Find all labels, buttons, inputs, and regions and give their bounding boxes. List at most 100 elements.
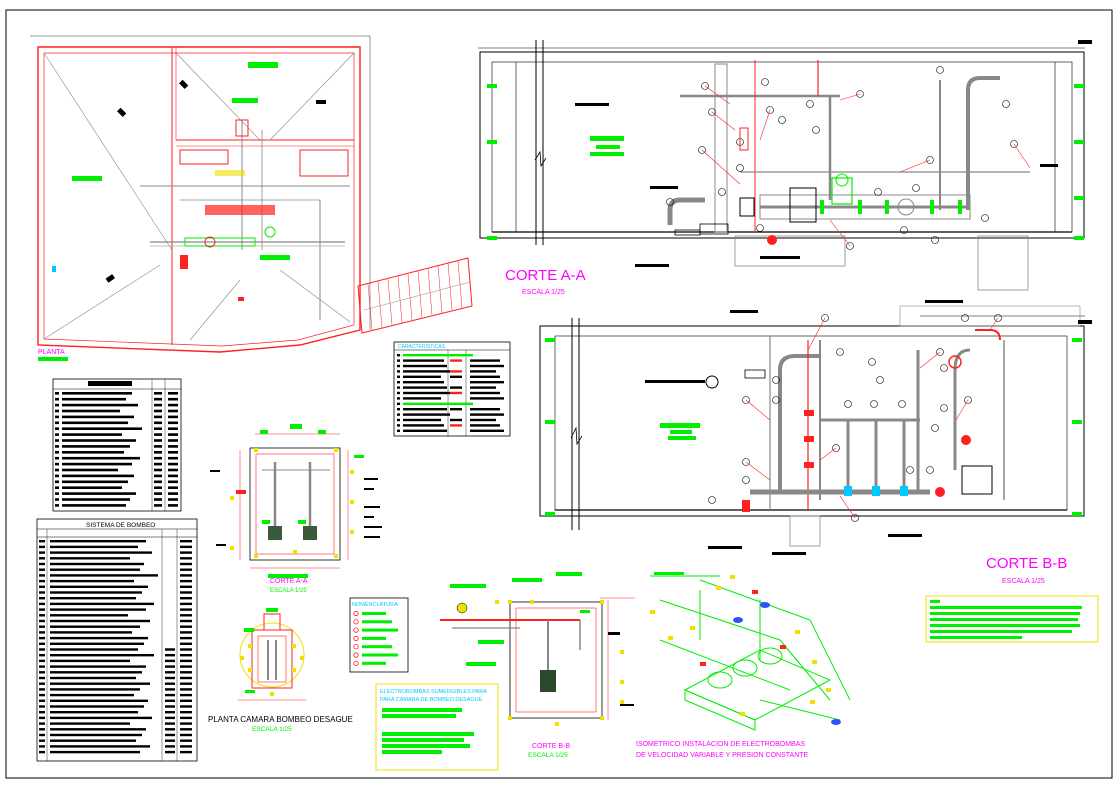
camara-corte-aa-title: CORTE A-A <box>270 578 308 585</box>
illegible-text-bar <box>154 486 162 489</box>
illegible-text-bar <box>403 408 447 411</box>
planta-camara <box>238 608 306 701</box>
illegible-text-bar <box>154 409 162 413</box>
camara-corte-aa <box>210 424 382 578</box>
illegible-text-bar <box>154 462 162 466</box>
illegible-text-bar <box>39 733 45 737</box>
nomenclatura-title: NOMENCLATURA <box>352 602 398 608</box>
illegible-text-bar <box>39 659 45 663</box>
illegible-text-bar <box>180 682 192 685</box>
illegible-text-bar <box>470 370 496 373</box>
illegible-text-bar <box>470 418 496 422</box>
illegible-text-bar <box>55 421 59 425</box>
illegible-text-bar <box>403 391 450 395</box>
illegible-text-bar <box>180 574 192 577</box>
illegible-text-bar <box>168 462 178 466</box>
illegible-text-bar <box>168 403 178 407</box>
illegible-text-bar <box>165 745 175 748</box>
illegible-text-bar <box>62 498 130 501</box>
illegible-text-bar <box>397 408 400 411</box>
corte-aa-scale: ESCALA 1/25 <box>522 289 565 296</box>
nomenclatura-symbol <box>353 635 359 642</box>
illegible-text-bar <box>55 415 59 419</box>
illegible-text-bar <box>397 397 400 400</box>
illegible-text-bar <box>39 540 45 543</box>
camara-corte-bb-title: CORTE B-B <box>532 743 570 750</box>
illegible-text-bar <box>165 739 175 742</box>
illegible-text-bar <box>403 413 450 416</box>
illegible-text-bar <box>470 391 500 395</box>
illegible-text-bar <box>165 665 175 668</box>
illegible-text-bar <box>403 424 444 427</box>
nomenclatura-symbol <box>353 660 359 666</box>
illegible-text-bar <box>154 445 162 448</box>
illegible-text-bar <box>62 392 132 395</box>
illegible-text-bar <box>62 456 140 460</box>
sistema-bombeo-title: SISTEMA DE BOMBEO <box>86 522 155 529</box>
nomenclatura-box <box>349 597 409 673</box>
illegible-text-bar <box>397 391 400 395</box>
caracteristicas-title: CARACTERISTICAS <box>398 344 446 350</box>
illegible-text-bar <box>154 392 162 395</box>
illegible-text-bar <box>55 433 59 436</box>
illegible-text-bar <box>403 397 441 400</box>
illegible-text-bar <box>397 402 400 405</box>
illegible-text-bar <box>168 392 178 395</box>
illegible-text-bar <box>168 474 178 478</box>
illegible-text-bar <box>362 628 398 632</box>
illegible-text-bar <box>154 421 162 425</box>
illegible-text-bar <box>154 403 162 407</box>
illegible-text-bar <box>50 688 140 691</box>
illegible-text-bar <box>180 693 192 697</box>
illegible-text-bar <box>55 451 59 454</box>
illegible-text-bar <box>39 642 45 645</box>
nomenclatura-symbol <box>353 610 359 617</box>
illegible-text-bar <box>168 427 178 430</box>
illegible-text-bar <box>39 574 45 577</box>
illegible-text-bar <box>180 557 192 560</box>
illegible-text-bar <box>55 392 59 395</box>
illegible-text-bar <box>55 504 59 507</box>
illegible-text-bar <box>39 728 45 731</box>
illegible-text-bar <box>39 631 45 634</box>
illegible-text-bar <box>50 614 128 617</box>
isometrico-drawing <box>650 572 851 731</box>
illegible-text-bar <box>154 397 162 401</box>
illegible-text-bar <box>50 545 138 549</box>
planta-plan <box>30 35 473 353</box>
illegible-text-bar <box>168 433 178 436</box>
illegible-text-bar <box>55 486 59 489</box>
illegible-text-bar <box>470 424 500 427</box>
illegible-text-bar <box>180 631 192 634</box>
illegible-text-bar <box>403 375 441 378</box>
illegible-text-bar <box>397 429 400 432</box>
illegible-text-bar <box>39 665 45 668</box>
nomenclatura-symbol <box>353 644 359 650</box>
illegible-text-bar <box>180 728 192 731</box>
isometrico-title-line2: DE VELOCIDAD VARIABLE Y PRESION CONSTANT… <box>636 752 809 759</box>
illegible-text-bar <box>180 585 192 588</box>
illegible-text-bar <box>50 562 144 566</box>
illegible-text-bar <box>50 750 140 754</box>
illegible-text-bar <box>39 614 45 617</box>
illegible-text-bar <box>50 733 142 737</box>
illegible-text-bar <box>39 591 45 594</box>
illegible-text-bar <box>50 716 152 720</box>
nomenclatura-symbol <box>353 652 359 658</box>
illegible-text-bar <box>180 716 192 720</box>
illegible-text-bar <box>62 451 124 454</box>
illegible-text-bar <box>55 439 59 442</box>
illegible-text-bar <box>180 711 192 714</box>
illegible-text-bar <box>50 648 138 651</box>
illegible-text-bar <box>50 568 140 571</box>
illegible-text-bar <box>180 540 192 543</box>
illegible-text-bar <box>50 728 146 731</box>
illegible-text-bar <box>50 711 138 714</box>
illegible-text-bar <box>39 739 45 742</box>
illegible-text-bar <box>55 462 59 466</box>
illegible-text-bar <box>168 480 178 484</box>
illegible-text-bar <box>180 597 192 600</box>
illegible-text-bar <box>39 682 45 685</box>
illegible-text-bar <box>50 591 142 594</box>
illegible-text-bar <box>397 424 400 427</box>
